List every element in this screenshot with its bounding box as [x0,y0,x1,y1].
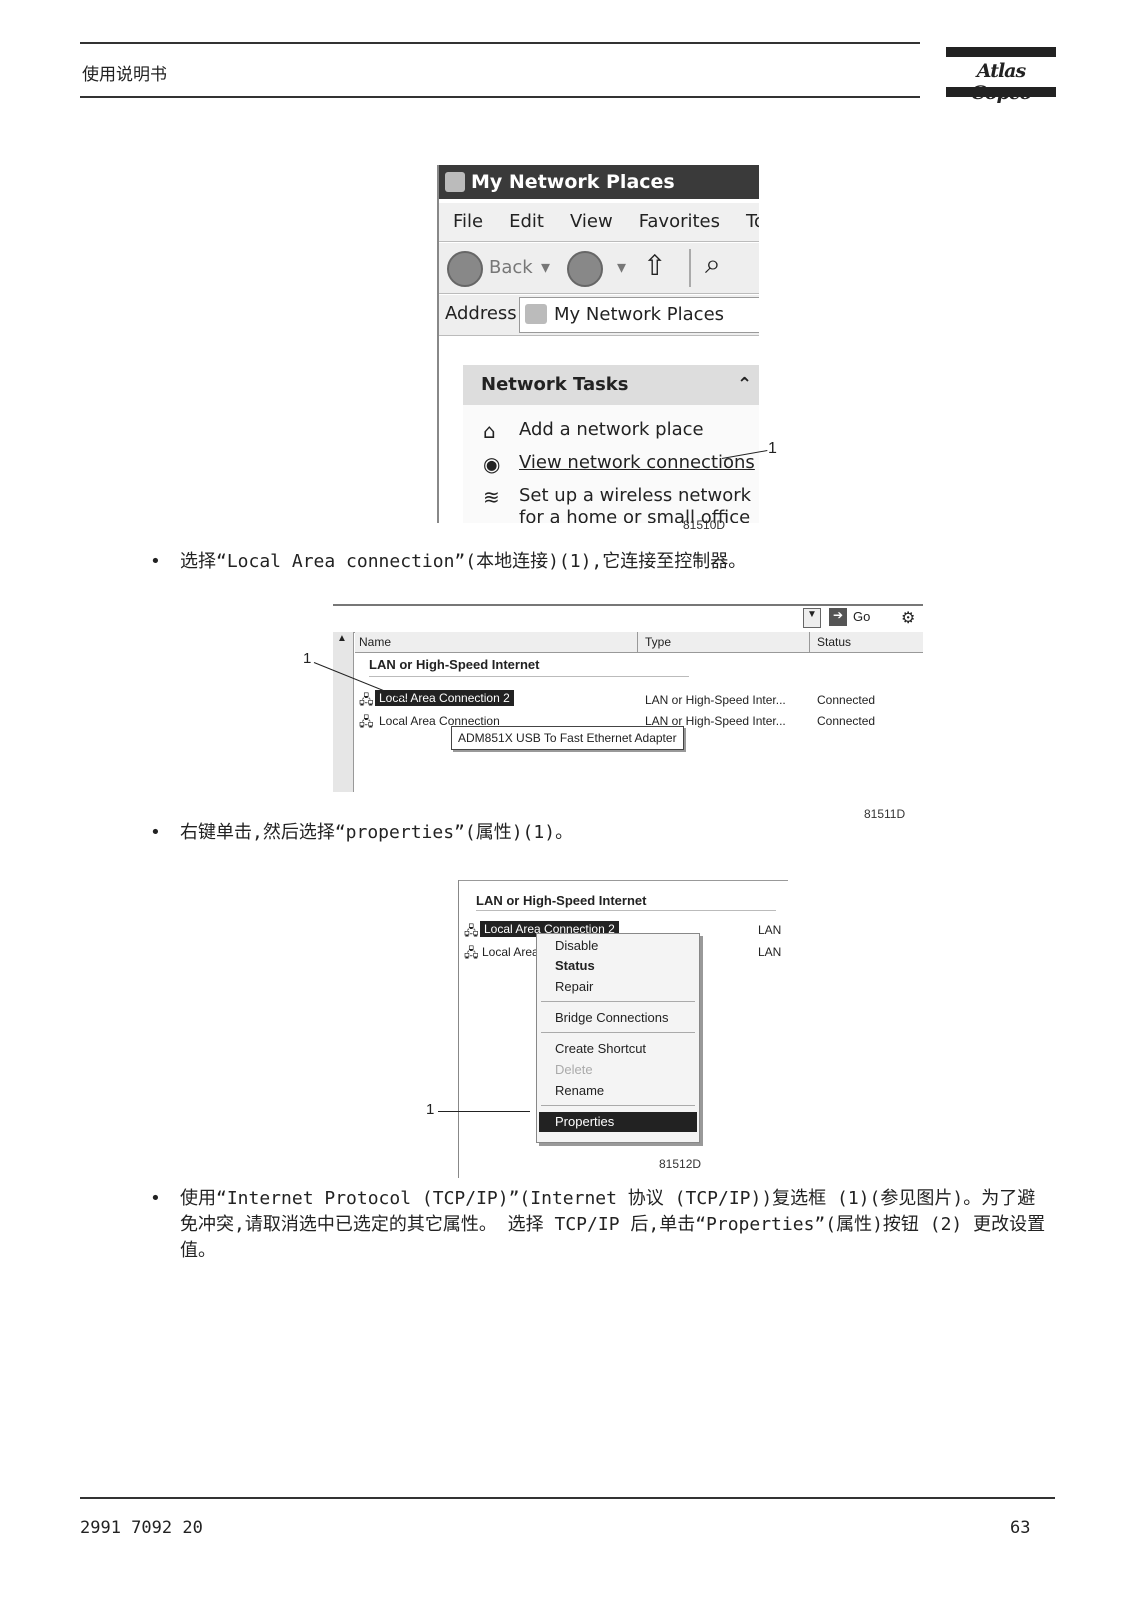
header-top-rule [80,42,920,44]
network-tasks-header[interactable]: Network Tasks ⌃ [463,365,759,405]
network-adapter-icon: 🖧 [359,692,374,707]
header-bottom-rule [80,96,920,98]
column-status[interactable]: Status [817,635,852,649]
task-setup-wireless-cont[interactable]: for a home or small office [519,507,751,523]
menu-item-repair[interactable]: Repair [555,979,594,994]
task-add-network-place[interactable]: Add a network place [519,419,704,440]
forward-arrow-icon[interactable] [567,251,603,287]
row-1-status: Connected [817,693,876,707]
doc-number: 2991 7092 20 [80,1518,203,1538]
menu-item-create-shortcut[interactable]: Create Shortcut [555,1041,647,1056]
back-arrow-icon[interactable] [447,251,483,287]
figure-code: 81510D [683,518,726,532]
network-connections-screenshot: ▼ ➔ Go ⚙ ▲ Name Type Status LAN or High-… [333,604,923,804]
bullet-icon: • [150,822,161,843]
atlas-copco-logo: Atlas Copco [946,47,1056,104]
network-tasks-pane: Network Tasks ⌃ ⌂ Add a network place ◉ … [463,365,759,523]
row-2-type: LAN or High-Speed Inter... [645,714,786,728]
toolbar-separator [689,249,691,287]
go-label[interactable]: Go [853,609,871,624]
callout-line [438,1111,530,1112]
network-adapter-icon: 🖧 [359,714,374,729]
menu-item-properties-highlight[interactable]: Properties [539,1112,697,1132]
group-heading: LAN or High-Speed Internet [369,657,540,672]
step-1-text: 选择“Local Area connection”(本地连接)(1),它连接至控… [180,551,747,572]
row-local-area-connection[interactable]: Local Area Connection [379,714,500,728]
menu-separator [541,1001,695,1002]
my-network-places-screenshot: My Network Places File Edit View Favorites T… [437,165,759,523]
toolbar: Back ▾ ▾ ⇧ ⌕ [439,243,759,294]
callout-number: 1 [303,650,312,667]
step-3-text: 使用“Internet Protocol (TCP/IP)”(Internet … [180,1188,1046,1261]
context-menu: Disable Status Repair Bridge Connections… [536,933,700,1143]
group-heading: LAN or High-Speed Internet [476,893,647,908]
add-network-place-icon: ⌂ [483,419,496,443]
callout-number: 1 [426,1101,435,1118]
menu-item-properties[interactable]: Properties [555,1114,615,1129]
menu-bar: File Edit View Favorites To [439,203,759,242]
scrollbar[interactable]: ▲ [333,632,354,792]
menu-edit[interactable]: Edit [509,211,544,232]
menu-item-rename[interactable]: Rename [555,1083,605,1098]
address-label: Address [445,303,517,324]
row-1-type: LAN [758,923,782,937]
scroll-up-icon[interactable]: ▲ [337,633,347,644]
links-icon: ⚙ [901,610,916,627]
back-label[interactable]: Back [489,257,533,278]
network-adapter-icon: 🖧 [464,923,479,938]
window-titlebar: My Network Places [439,165,759,199]
menu-item-bridge-connections[interactable]: Bridge Connections [555,1010,669,1025]
collapse-icon[interactable]: ⌃ [737,374,753,395]
address-input[interactable]: My Network Places [519,297,759,333]
column-type[interactable]: Type [645,635,672,649]
menu-view[interactable]: View [569,211,613,232]
network-connections-icon: ◉ [483,452,501,476]
bullet-icon: • [150,1188,161,1209]
dropdown-icon[interactable]: ▼ [803,608,821,628]
menu-separator [541,1032,695,1033]
menu-item-status[interactable]: Status [555,958,595,973]
address-value: My Network Places [554,304,725,325]
column-header-row: Name Type Status [355,632,923,653]
menu-favorites[interactable]: Favorites [638,211,721,232]
callout-number: 1 [768,440,777,457]
menu-item-disable[interactable]: Disable [555,938,599,953]
figure-code: 81512D [659,1157,702,1171]
menu-tools[interactable]: To [746,211,759,232]
step-2-text: 右键单击,然后选择“properties”(属性)(1)。 [180,822,574,843]
column-name[interactable]: Name [359,635,392,649]
up-folder-icon[interactable]: ⇧ [643,249,667,282]
chevron-down-icon[interactable]: ▾ [617,257,627,278]
task-setup-wireless[interactable]: Set up a wireless network [519,485,752,506]
footer-rule [80,1497,1055,1499]
menu-file[interactable]: File [453,211,484,232]
row-local-area-connection-2[interactable]: Local Area Connection 2 [480,921,619,937]
row-1-type: LAN or High-Speed Inter... [645,693,786,707]
window-title: My Network Places [471,171,675,193]
manual-title: 使用说明书 [82,65,167,85]
menu-item-delete[interactable]: Delete [555,1062,593,1077]
address-bar: Address My Network Places [439,295,759,336]
chevron-down-icon[interactable]: ▾ [541,257,551,278]
menu-separator [541,1105,695,1106]
adapter-tooltip: ADM851X USB To Fast Ethernet Adapter [451,726,684,750]
network-adapter-icon: 🖧 [464,945,479,960]
figure-code: 81511D [864,807,906,821]
row-2-status: Connected [817,714,876,728]
go-arrow-icon[interactable]: ➔ [829,608,847,626]
address-strip: ▼ ➔ Go ⚙ [333,604,923,633]
context-menu-screenshot: LAN or High-Speed Internet 🖧 Local Area … [458,880,788,1178]
network-places-icon [525,304,547,324]
search-icon[interactable]: ⌕ [705,247,721,280]
bullet-icon: • [150,551,161,572]
wireless-icon: ≋ [483,485,500,509]
task-view-network-connections[interactable]: View network connections [519,452,755,473]
row-local-area-connection-2[interactable]: Local Area Connection 2 [375,690,514,706]
page-number: 63 [1010,1518,1031,1538]
network-places-icon [445,172,465,192]
row-2-type: LAN [758,945,782,959]
brand-text: Atlas Copco [971,60,1032,104]
network-tasks-title: Network Tasks [481,374,629,395]
